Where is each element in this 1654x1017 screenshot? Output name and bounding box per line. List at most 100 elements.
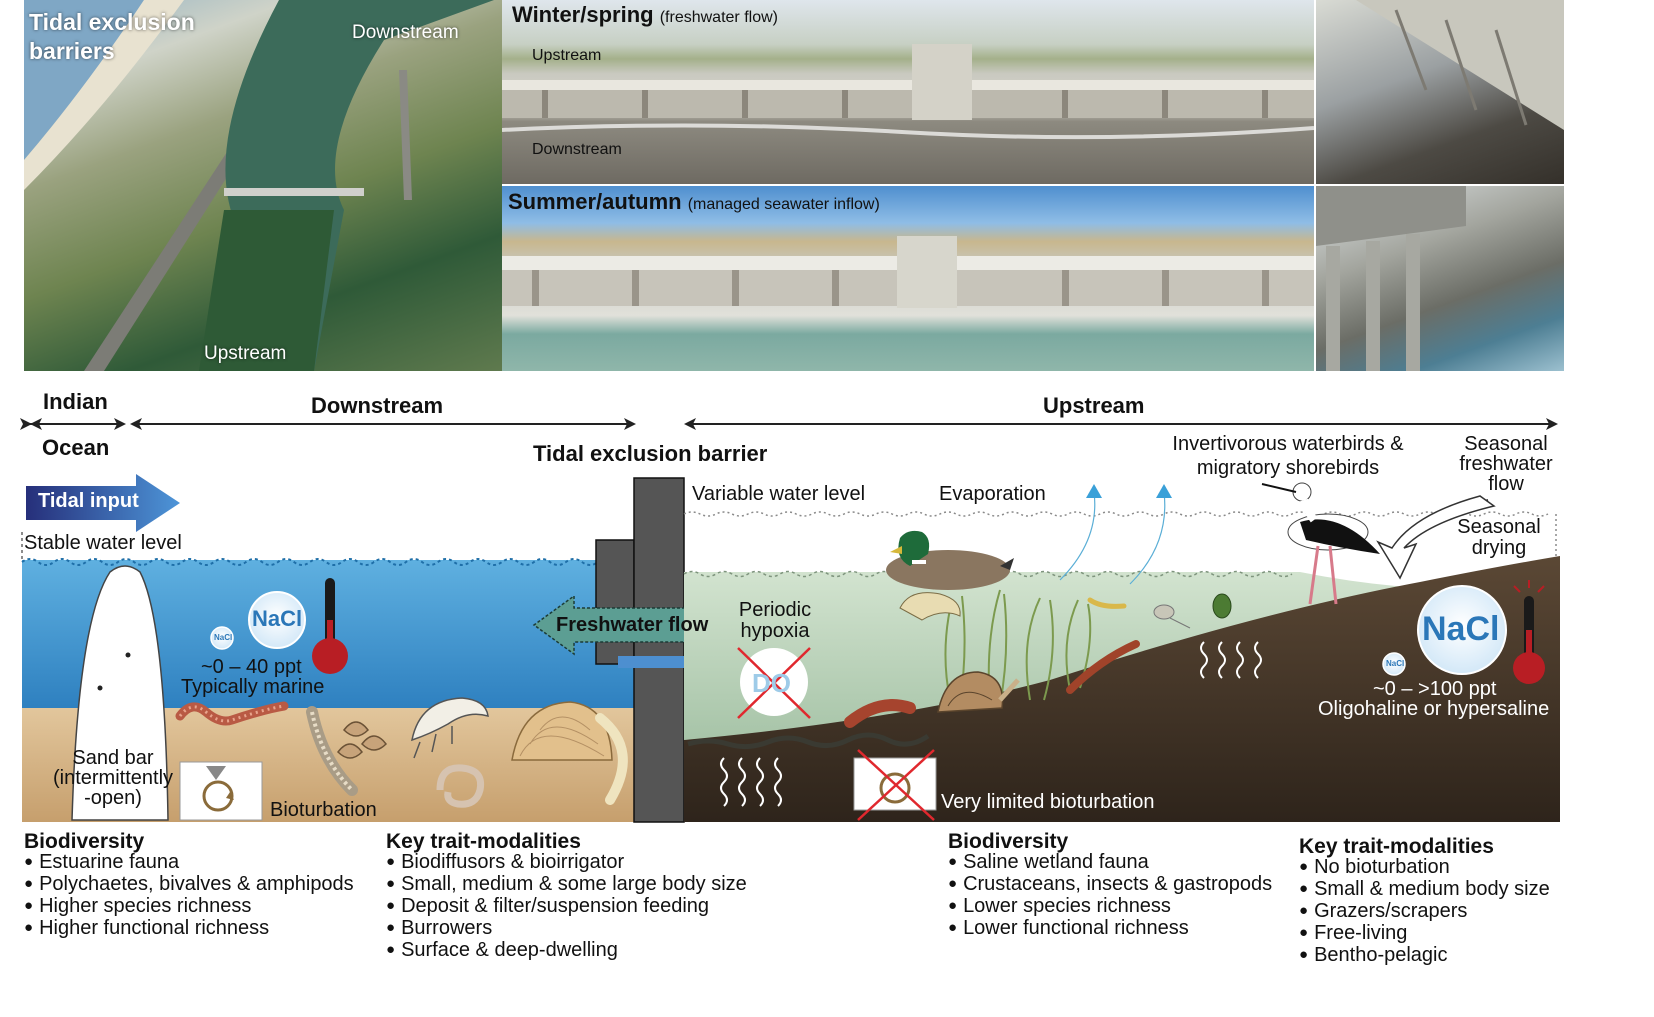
downstream-nacl-small-label: NaCl bbox=[214, 633, 233, 642]
periodic-hypoxia-label: Periodic hypoxia bbox=[736, 600, 814, 642]
sandbar-label: Sand bar (intermittently -open) bbox=[50, 748, 176, 808]
list-item: Estuarine fauna bbox=[24, 852, 354, 874]
downstream-salinity-label: ~0 – 40 ppt bbox=[201, 656, 302, 678]
list-item: Lower species richness bbox=[948, 896, 1272, 918]
burrowing-worm bbox=[595, 713, 628, 805]
winter-season-label: Winter/spring (freshwater flow) bbox=[512, 2, 778, 27]
tidal-input-label: Tidal input bbox=[38, 490, 139, 512]
downstream-nacl-small-bubble bbox=[210, 626, 234, 650]
upstream-salinity-type-label: Oligohaline or hypersaline bbox=[1318, 698, 1550, 720]
downstream-biodiversity-heading: Biodiversity bbox=[24, 830, 145, 853]
upstream-burrows-right bbox=[1200, 641, 1262, 679]
barrier-wall bbox=[633, 477, 685, 823]
caddisfly-larva bbox=[844, 699, 916, 728]
upstream-nacl-small-bubble bbox=[1382, 652, 1406, 676]
bioturbation-label: Bioturbation bbox=[270, 799, 377, 821]
list-item: Higher species richness bbox=[24, 896, 354, 918]
ocean-arrow-left-head bbox=[30, 418, 42, 430]
sandbar-label-line3: -open) bbox=[84, 787, 142, 809]
clam bbox=[511, 701, 613, 761]
downstream-water-surface bbox=[21, 558, 631, 566]
list-item: Burrowers bbox=[386, 918, 747, 940]
stilt-bird-icon bbox=[1261, 482, 1380, 605]
polychaete-worm bbox=[175, 701, 289, 726]
downstream-thermometer-icon bbox=[312, 578, 348, 674]
upstream-arrow-left-head bbox=[684, 418, 696, 430]
barrier-label: Tidal exclusion barrier bbox=[533, 441, 768, 466]
aerial-upstream-label: Upstream bbox=[204, 343, 287, 364]
seasonal-flow-label: Seasonal freshwater flow bbox=[1456, 434, 1556, 494]
list-item: Biodiffusors & bioirrigator bbox=[386, 852, 747, 874]
small-snail-icon bbox=[1212, 593, 1232, 619]
upstream-burrows-left bbox=[720, 757, 782, 807]
aerial-photo: Tidal exclusion barriers Downstream Upst… bbox=[24, 0, 502, 371]
birds-label-line1: Invertivorous waterbirds & bbox=[1172, 433, 1404, 455]
evaporation-arrows bbox=[1059, 491, 1166, 585]
dragonfly-nymph bbox=[1066, 640, 1140, 694]
bioturbation-icon bbox=[179, 761, 263, 821]
seasonal-flow-line3: flow bbox=[1488, 473, 1524, 495]
list-item: Free-living bbox=[1299, 923, 1550, 945]
list-item: Small, medium & some large body size bbox=[386, 874, 747, 896]
summer-photo: Summer/autumn (managed seawater inflow) bbox=[502, 186, 1314, 371]
mosquito-larva bbox=[1087, 597, 1127, 609]
gastropod-snail bbox=[937, 671, 1020, 713]
seasonal-drying-label: Seasonal drying bbox=[1454, 517, 1544, 559]
sandbar-label-line1: Sand bar bbox=[72, 747, 154, 769]
list-item: Grazers/scrapers bbox=[1299, 901, 1550, 923]
limited-bioturbation-icon bbox=[853, 749, 937, 821]
aerial-title: Tidal exclusion barriers bbox=[29, 9, 195, 64]
sandbar-label-line2: (intermittently bbox=[52, 767, 174, 789]
ocean-label-line1: Indian bbox=[43, 389, 108, 414]
winter-upstream-label: Upstream bbox=[532, 47, 602, 64]
summer-note: (managed seawater inflow) bbox=[687, 196, 880, 213]
amphipod bbox=[411, 697, 489, 759]
list-item: Lower functional richness bbox=[948, 918, 1272, 940]
summer-closeup-photo bbox=[1316, 186, 1564, 371]
duck-icon bbox=[886, 530, 1014, 590]
ocean-label-line2: Ocean bbox=[42, 435, 110, 460]
water-flea-icon bbox=[1153, 604, 1191, 629]
downstream-traits-list: Key trait-modalities Biodiffusors & bioi… bbox=[386, 831, 747, 962]
birds-label-line2: migratory shorebirds bbox=[1196, 457, 1380, 479]
variable-water-level-line bbox=[683, 511, 1549, 517]
do-label: DO bbox=[752, 668, 791, 698]
periodic-hypoxia-line2: hypoxia bbox=[740, 620, 810, 642]
aerial-downstream-label: Downstream bbox=[352, 22, 459, 43]
seawater-inflow-arrow bbox=[618, 648, 706, 676]
list-item: Higher functional richness bbox=[24, 918, 354, 940]
upstream-nacl-bubble bbox=[1417, 585, 1507, 675]
summer-season-label: Summer/autumn (managed seawater inflow) bbox=[508, 189, 880, 214]
upstream-zone-label: Upstream bbox=[1043, 393, 1145, 418]
downstream-traits-heading: Key trait-modalities bbox=[386, 830, 581, 853]
upstream-traits-list: Key trait-modalities No bioturbation Sma… bbox=[1299, 836, 1550, 967]
dissolved-oxygen-icon bbox=[737, 647, 811, 719]
upstream-sediment bbox=[684, 556, 1560, 822]
upstream-nacl-small-label: NaCl bbox=[1386, 659, 1405, 668]
seasonal-drying-line1: Seasonal bbox=[1457, 516, 1541, 538]
downstream-nacl-label: NaCl bbox=[252, 606, 303, 631]
birds-label: Invertivorous waterbirds & migratory sho… bbox=[1168, 432, 1408, 480]
list-item: Surface & deep-dwelling bbox=[386, 940, 747, 962]
freshwater-flow-label: Freshwater flow bbox=[556, 614, 709, 636]
upstream-salinity-label: ~0 – >100 ppt bbox=[1373, 678, 1497, 700]
winter-closeup-photo bbox=[1316, 0, 1564, 184]
winter-note: (freshwater flow) bbox=[659, 9, 778, 26]
upstream-nacl-label: NaCl bbox=[1422, 610, 1500, 648]
downstream-zone-label: Downstream bbox=[311, 393, 444, 418]
seasonal-drying-line2: drying bbox=[1471, 537, 1527, 559]
list-item: No bioturbation bbox=[1299, 857, 1550, 879]
stable-water-level-label: Stable water level bbox=[24, 532, 182, 554]
bivalve-cluster bbox=[337, 721, 387, 759]
tidal-input-arrow bbox=[26, 474, 180, 532]
evaporation-label: Evaporation bbox=[939, 483, 1046, 505]
list-item: Deposit & filter/suspension feeding bbox=[386, 896, 747, 918]
list-item: Bentho-pelagic bbox=[1299, 945, 1550, 967]
limited-bioturbation-label: Very limited bioturbation bbox=[941, 791, 1155, 813]
winter-downstream-label: Downstream bbox=[532, 141, 622, 158]
upstream-amphipod bbox=[899, 592, 961, 621]
upstream-water-surface bbox=[683, 570, 1293, 578]
list-item: Crustaceans, insects & gastropods bbox=[948, 874, 1272, 896]
winter-photo: Winter/spring (freshwater flow) Upstream… bbox=[502, 0, 1314, 184]
